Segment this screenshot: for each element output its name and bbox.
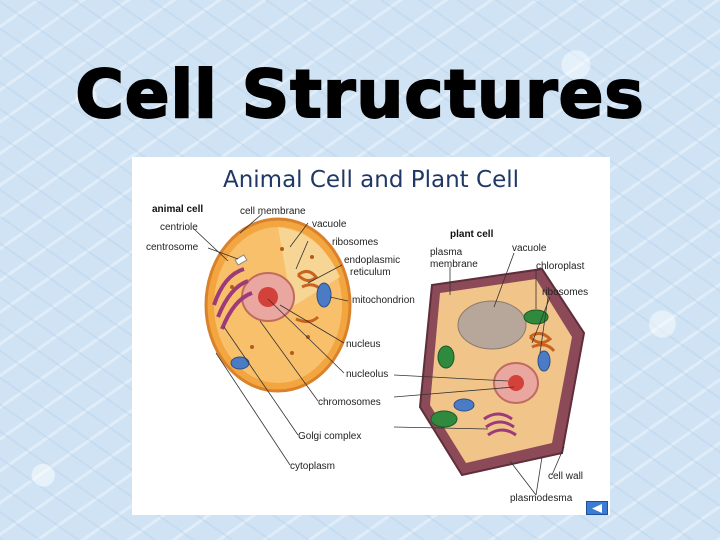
slide-title: Cell Structures [0, 62, 720, 128]
label-chloroplast: chloroplast [536, 261, 585, 272]
label-vacuole-animal: vacuole [312, 219, 347, 230]
animal-cell [206, 219, 350, 391]
animal-nucleolus [258, 287, 278, 307]
plant-cell [420, 269, 584, 475]
cell-diagram: animal cell centriole centrosome cell me… [132, 157, 610, 515]
left-triangle-icon [591, 504, 603, 513]
label-plasma: plasma [430, 247, 463, 258]
label-nucleolus: nucleolus [346, 369, 388, 380]
label-centriole: centriole [160, 222, 198, 233]
label-cell-wall: cell wall [548, 471, 583, 482]
label-animal-cell: animal cell [152, 204, 203, 215]
plant-vacuole [458, 301, 526, 349]
cell-illustration: animal cell centriole centrosome cell me… [132, 157, 610, 515]
label-cell-membrane: cell membrane [240, 206, 306, 217]
figure-title: Animal Cell and Plant Cell [132, 167, 610, 193]
label-membrane: membrane [430, 259, 478, 270]
label-endoplasmic: endoplasmic [344, 255, 400, 266]
label-cytoplasm: cytoplasm [290, 461, 335, 472]
label-nucleus: nucleus [346, 339, 380, 350]
label-golgi-complex: Golgi complex [298, 431, 361, 442]
label-plant-cell: plant cell [450, 229, 494, 240]
label-reticulum: reticulum [350, 267, 391, 278]
label-chromosomes: chromosomes [318, 397, 381, 408]
label-ribosomes-animal: ribosomes [332, 237, 378, 248]
back-nav-button[interactable] [586, 501, 608, 515]
animal-mitochondrion [317, 283, 331, 307]
label-ribosomes-plant: ribosomes [542, 287, 588, 298]
label-centrosome: centrosome [146, 242, 199, 253]
label-vacuole-plant: vacuole [512, 243, 547, 254]
label-mitochondrion: mitochondrion [352, 295, 415, 306]
label-plasmodesma: plasmodesma [510, 493, 573, 504]
